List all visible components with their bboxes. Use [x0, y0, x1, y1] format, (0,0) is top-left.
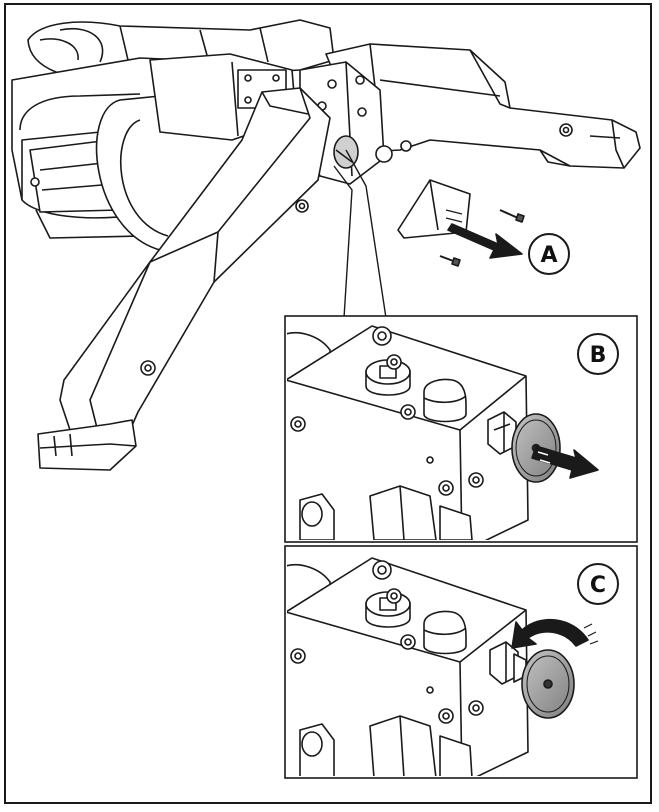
inset-c: C [284, 545, 638, 779]
bolt-lower [439, 255, 461, 267]
zoom-guide-lines [333, 149, 387, 319]
callout-a-label: A [540, 243, 557, 268]
bolt-upper [499, 209, 525, 223]
left-arm [37, 87, 331, 471]
callout-c: C [577, 563, 619, 605]
arrow-a [447, 223, 523, 259]
inset-b: B [284, 315, 638, 543]
machine-illustration [11, 19, 641, 471]
callout-b: B [577, 333, 619, 375]
callout-c-label: C [590, 573, 606, 598]
callout-b-label: B [590, 343, 607, 368]
callout-a: A [528, 233, 570, 275]
